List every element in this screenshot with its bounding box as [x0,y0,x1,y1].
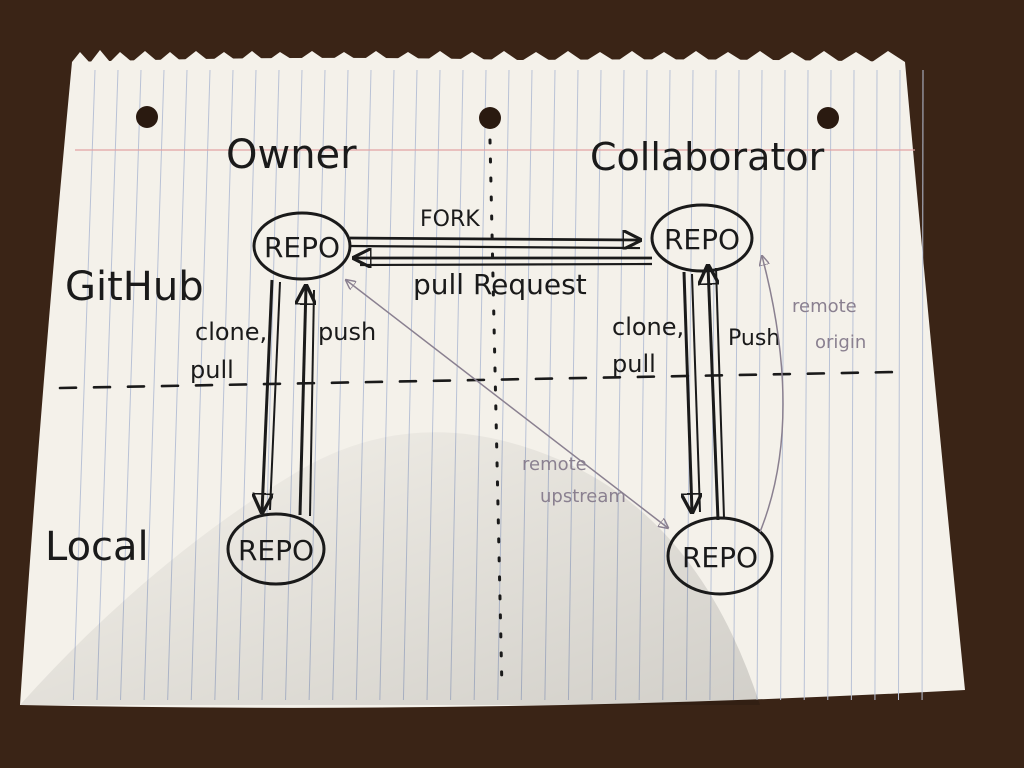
fork-arrow-shaft [349,244,641,250]
remote-origin-label-2: origin [815,332,866,353]
owner-column-header: Owner [226,132,357,178]
owner-local-repo-node: REPO [226,512,326,586]
collab-github-repo-label: REPO [664,223,740,256]
remote-origin-arrow [760,256,784,533]
owner-github-repo-label: REPO [264,231,340,264]
collab-github-repo-node: REPO [650,203,754,273]
owner-push-shaft [309,289,315,517]
pull-request-label: pull Request [413,268,587,301]
collab-local-repo-label: REPO [682,541,758,574]
remote-upstream-label-1: remote [522,454,587,475]
fork-label: FORK [420,207,480,232]
collab-pull-label: pull [612,350,656,378]
fork-arrow [349,238,640,240]
paper-rule-line [921,69,924,701]
owner-push-arrow [300,286,306,516]
owner-clone-label: clone, [195,318,267,346]
owner-clone-pull-shaft [269,281,281,511]
collab-clone-pull-arrow [684,271,692,512]
paper-rule-line [756,69,763,701]
collaborator-column-header: Collaborator [590,135,825,179]
paper-rule-line [874,69,878,701]
column-divider [488,138,504,692]
paper-rule-line [850,69,855,701]
collab-clone-label: clone, [612,313,684,341]
collab-push-arrow [708,266,720,521]
collab-clone-pull-shaft [691,273,701,513]
collab-local-repo-node: REPO [666,516,774,596]
paper-rule-line [803,69,809,701]
local-row-header: Local [45,524,149,570]
owner-pull-label: pull [190,356,234,384]
pull-request-arrow-shaft [359,262,653,267]
owner-clone-pull-arrow [262,279,274,512]
paper-rule-line [96,69,119,701]
paper-rule-line [72,69,96,701]
owner-local-repo-label: REPO [238,534,314,567]
paper-rule-line [120,69,142,701]
remote-upstream-arrow [346,280,668,528]
collab-push-label: Push [728,326,780,351]
paper-rule-line [732,69,740,701]
collab-push-shaft [715,267,725,519]
owner-push-label: push [318,318,376,346]
paper-rule-line [827,69,832,701]
remote-origin-label-1: remote [792,296,857,317]
remote-upstream-label-2: upstream [540,486,626,507]
paper-rule-line [898,69,901,701]
github-row-header: GitHub [65,264,204,310]
